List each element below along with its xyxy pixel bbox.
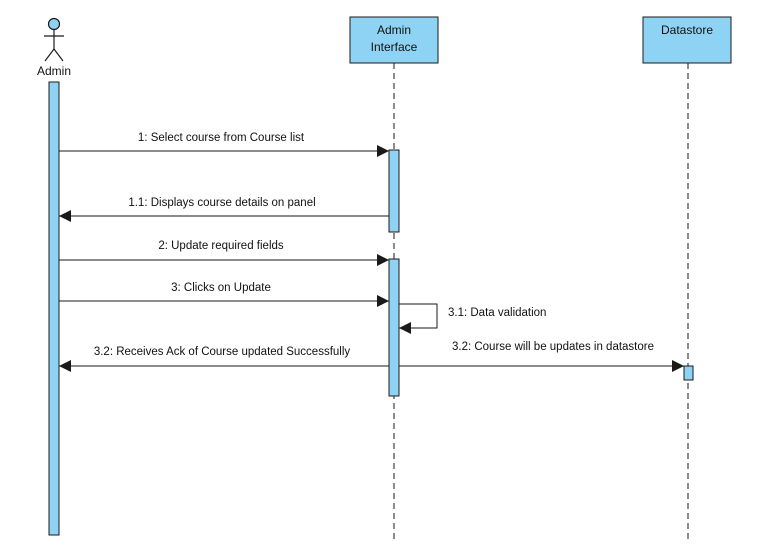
admin-interface-label-line2: Interface [371,40,418,54]
message-1-1-label: 1.1: Displays course details on panel [128,197,315,209]
datastore-activation [683,365,694,381]
actor-admin-label: Admin [37,64,71,78]
message-3-1-arrow [399,303,438,334]
admin-actor[interactable]: Admin [37,17,71,79]
datastore-label: Datastore [661,23,713,37]
admin-interface-box [349,16,439,64]
actor-left-leg [44,48,55,62]
message-3-label: 3: Clicks on Update [171,282,271,294]
admin-interface-label-line1: Admin [377,23,411,37]
admin-activation-bar [48,81,60,536]
datastore-box [642,16,732,64]
message-3-2-store-label: 3.2: Course will be updates in datastore [452,341,654,353]
admin-interface-participant[interactable]: Admin Interface [349,16,439,64]
message-1-label: 1: Select course from Course list [138,132,305,144]
message-3-2-ack-label: 3.2: Receives Ack of Course updated Succ… [94,346,351,358]
datastore-participant[interactable]: Datastore [642,16,732,64]
message-2-label: 2: Update required fields [158,240,284,252]
admin-interface-activation-1 [388,149,400,233]
message-3-1-label: 3.1: Data validation [448,307,546,319]
actor-right-leg [53,48,64,62]
actor-head [47,17,61,31]
admin-interface-activation-2 [388,258,400,397]
